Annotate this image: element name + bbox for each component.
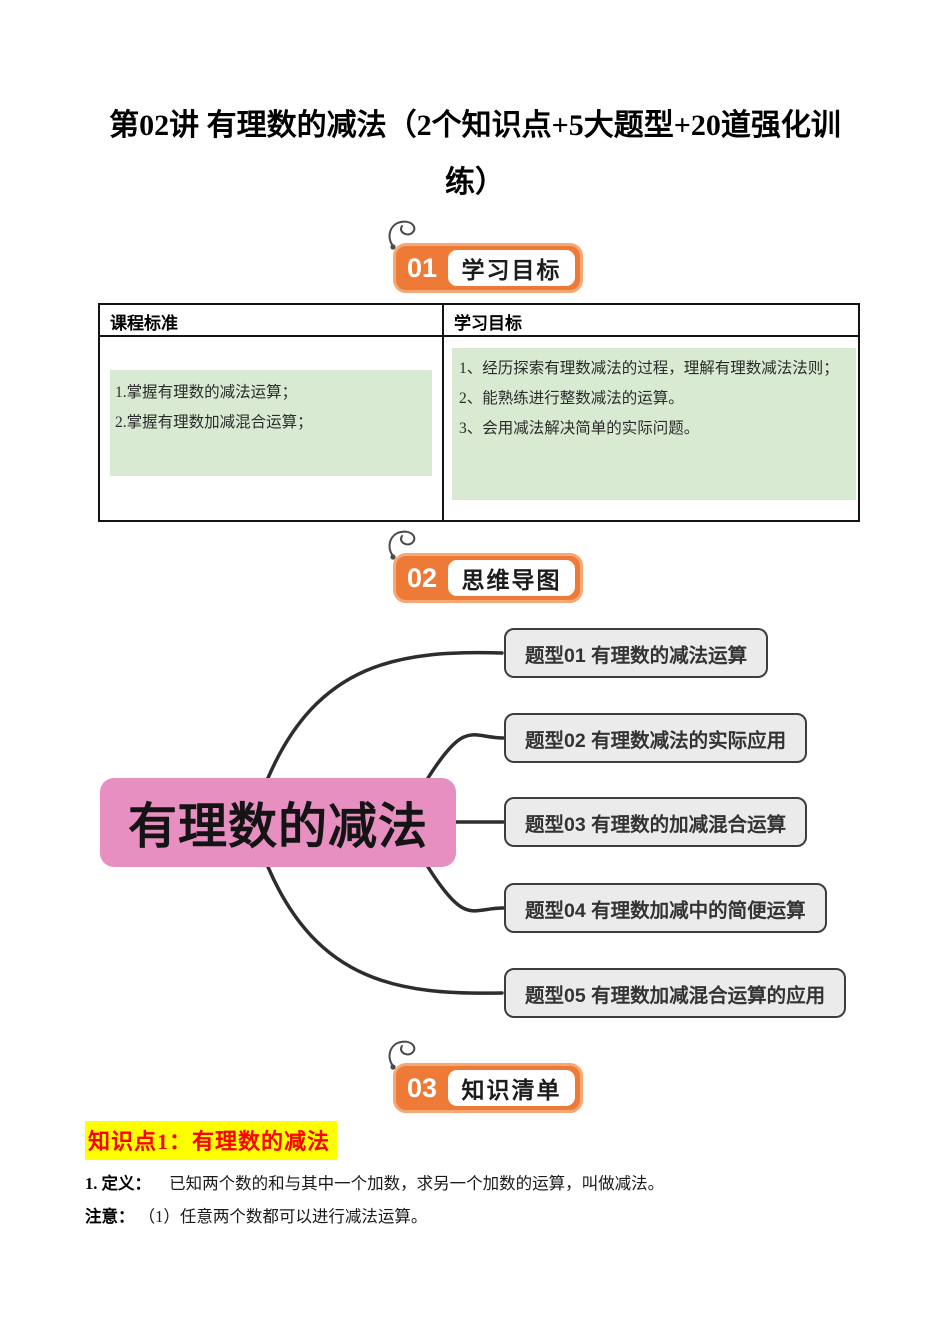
table-cell-curriculum: 1.掌握有理数的减法运算； 2.掌握有理数加减混合运算； <box>100 337 444 520</box>
definition-label: 1. 定义： <box>85 1174 151 1193</box>
definition-text: 已知两个数的和与其中一个加数，求另一个加数的运算，叫做减法。 <box>169 1174 665 1193</box>
note-line: 注意： （1）任意两个数都可以进行减法运算。 <box>85 1203 427 1227</box>
section-number: 02 <box>406 562 438 593</box>
mindmap-branch-04: 题型04 有理数加减中的简便运算 <box>504 883 827 933</box>
connector-branch-5 <box>266 865 504 995</box>
mindmap-branch-02: 题型02 有理数减法的实际应用 <box>504 713 808 763</box>
connector-branch-1 <box>266 650 504 780</box>
pin-spiral-icon <box>388 1040 416 1070</box>
pin-spiral-icon <box>388 530 416 560</box>
goal-item: 2、能熟练进行整数减法的运算。 <box>459 390 684 407</box>
table-header-row: 课程标准 学习目标 <box>100 305 858 337</box>
curriculum-item: 2.掌握有理数加减混合运算； <box>115 414 313 431</box>
section-label: 思维导图 <box>448 560 575 596</box>
mindmap-connectors <box>266 650 505 995</box>
curriculum-item: 1.掌握有理数的减法运算； <box>115 384 298 401</box>
mindmap-branch-05: 题型05 有理数加减混合运算的应用 <box>504 968 847 1018</box>
section-badge-03: 03 知识清单 <box>388 1040 583 1113</box>
mindmap-branch-01: 题型01 有理数的减法运算 <box>504 628 769 678</box>
mindmap-center-node: 有理数的减法 <box>100 778 456 867</box>
objectives-table: 课程标准 学习目标 1.掌握有理数的减法运算； 2.掌握有理数加减混合运算； 1… <box>98 303 860 522</box>
table-header-goals: 学习目标 <box>454 314 522 333</box>
mindmap-branch-03: 题型03 有理数的加减混合运算 <box>504 797 808 847</box>
mindmap: 有理数的减法 题型01 有理数的减法运算 题型02 有理数减法的实际应用 题型0… <box>0 600 950 1045</box>
knowledge-point-heading: 知识点1：有理数的减法 <box>85 1121 338 1160</box>
title-line-2: 练） <box>445 166 505 199</box>
table-body-row: 1.掌握有理数的减法运算； 2.掌握有理数加减混合运算； 1、经历探索有理数减法… <box>100 337 858 520</box>
note-text: （1）任意两个数都可以进行减法运算。 <box>138 1207 428 1226</box>
table-cell-goals: 1、经历探索有理数减法的过程，理解有理数减法法则； 2、能熟练进行整数减法的运算… <box>444 337 858 520</box>
note-label: 注意： <box>85 1207 135 1226</box>
connector-branch-2 <box>426 733 505 780</box>
pin-spiral-icon <box>388 220 416 250</box>
section-number: 01 <box>406 252 438 283</box>
document-title: 第02讲 有理数的减法（2个知识点+5大题型+20道强化训 练） <box>60 97 890 211</box>
section-badge-02: 02 思维导图 <box>388 530 583 603</box>
definition-line: 1. 定义： 已知两个数的和与其中一个加数，求另一个加数的运算，叫做减法。 <box>85 1170 664 1194</box>
section-label: 学习目标 <box>448 250 575 286</box>
section-label: 知识清单 <box>448 1070 575 1106</box>
section-badge-01: 01 学习目标 <box>388 220 583 293</box>
connector-branch-4 <box>426 865 505 913</box>
curriculum-highlight-block: 1.掌握有理数的减法运算； 2.掌握有理数加减混合运算； <box>110 370 432 476</box>
goals-highlight-block: 1、经历探索有理数减法的过程，理解有理数减法法则； 2、能熟练进行整数减法的运算… <box>452 348 856 500</box>
goal-item: 1、经历探索有理数减法的过程，理解有理数减法法则； <box>459 360 839 377</box>
goal-item: 3、会用减法解决简单的实际问题。 <box>459 420 700 437</box>
table-header-curriculum: 课程标准 <box>100 305 444 335</box>
title-line-1: 第02讲 有理数的减法（2个知识点+5大题型+20道强化训 <box>109 109 841 142</box>
section-number: 03 <box>406 1072 438 1103</box>
